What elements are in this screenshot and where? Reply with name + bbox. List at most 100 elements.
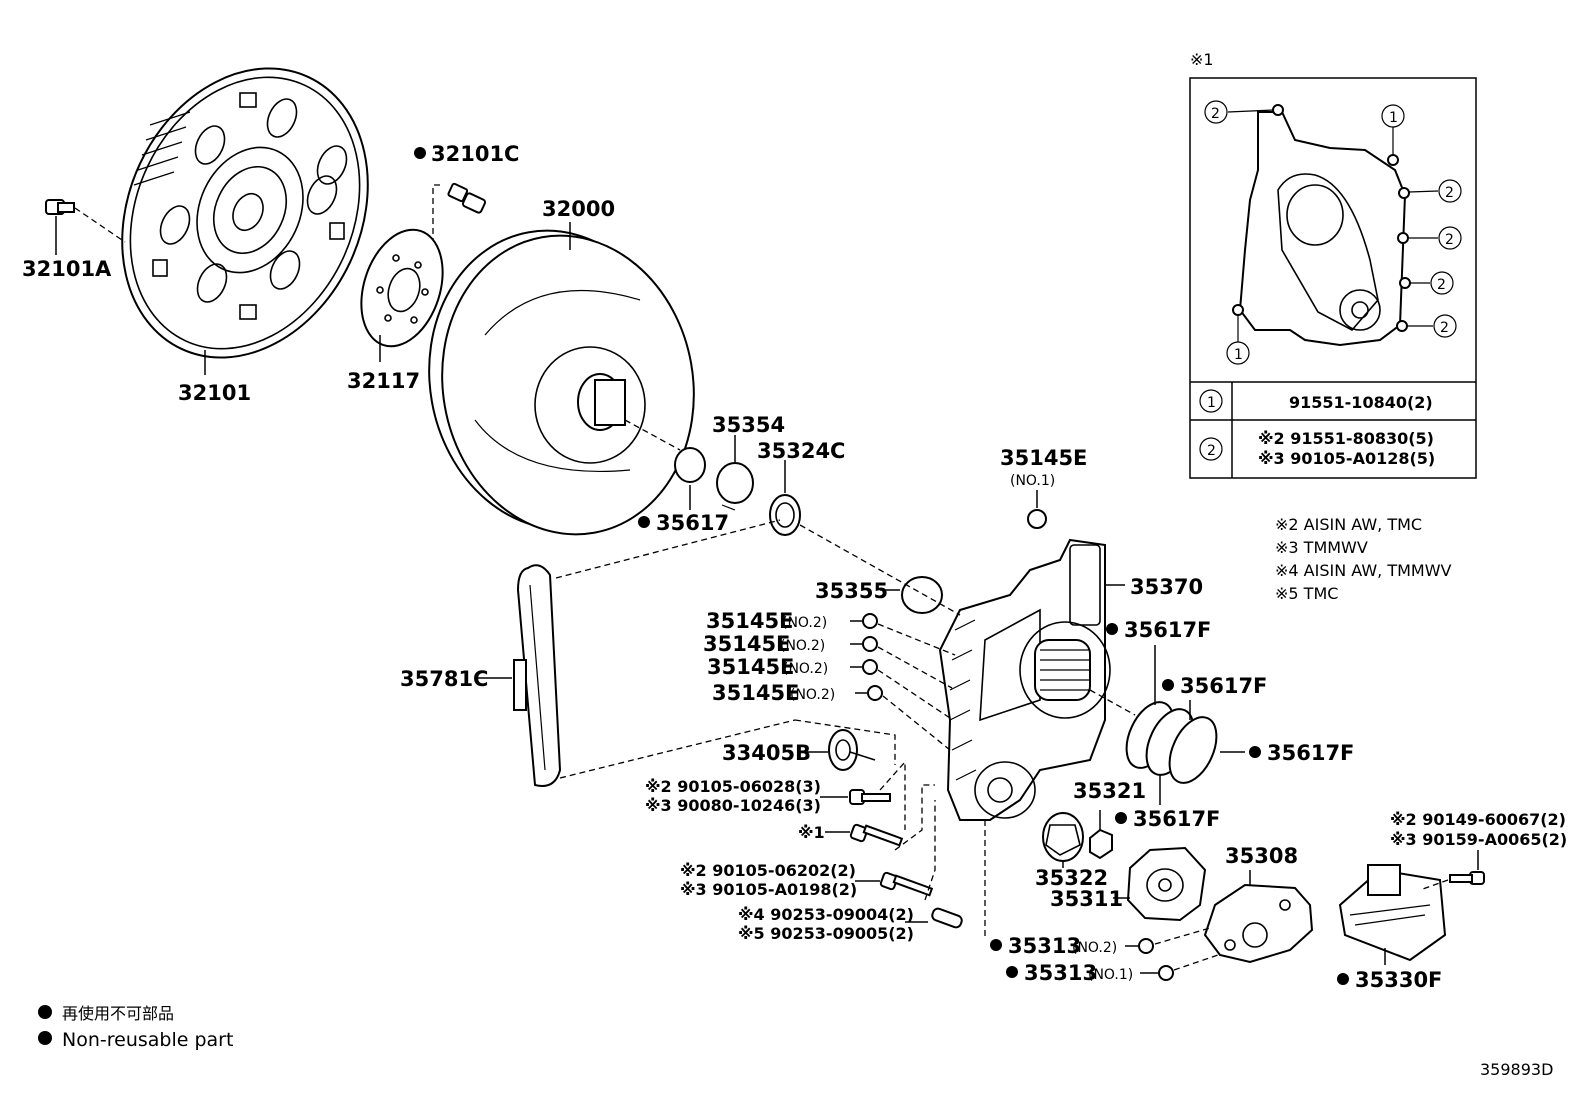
ring-35355-drawing (901, 576, 943, 614)
label-35355: 35355 (815, 579, 888, 603)
table-callout-2 (1199, 437, 1223, 461)
bolt-label-5b: ※3 90159-A0065(2) (1390, 830, 1567, 849)
label-35145E-c: 35145E (707, 655, 794, 679)
bolt-32101C-drawing (447, 182, 487, 214)
label-35313-no1: 35313 (1024, 961, 1097, 985)
label-35313-no2: 35313 (1008, 934, 1081, 958)
non-reusable-dot (414, 147, 426, 159)
svg-text:2: 2 (1211, 106, 1220, 122)
inset-pump-drawing (1238, 111, 1407, 347)
nut-35313-no1-drawing (1158, 965, 1174, 981)
tag-35145E-no1: (NO.1) (1010, 473, 1055, 489)
bolt-1-drawing (849, 789, 891, 805)
note-4: ※4 AISIN AW, TMMWV (1275, 561, 1452, 580)
label-35617F-4: 35617F (1133, 807, 1220, 831)
legend-jp: 再使用不可部品 (62, 1004, 174, 1023)
gear-33405B-drawing (828, 729, 876, 771)
svg-text:2: 2 (1437, 277, 1446, 293)
label-35324C: 35324C (757, 439, 845, 463)
bolt-label-3b: ※3 90105-A0198(2) (680, 880, 857, 899)
chain-35781C-drawing (513, 564, 562, 787)
bolt-2-drawing (849, 823, 904, 847)
bolt-label-2: ※1 (798, 823, 825, 842)
label-35617: 35617 (656, 511, 729, 535)
table-row2-line2: ※3 90105-A0128(5) (1258, 449, 1435, 468)
torque-converter-drawing (428, 229, 695, 536)
inset-title: ※1 (1190, 50, 1214, 69)
svg-text:2: 2 (1445, 185, 1454, 201)
bolt-3-drawing (879, 871, 934, 897)
svg-text:1: 1 (1389, 110, 1398, 126)
label-35145E-d: 35145E (712, 681, 799, 705)
label-35321: 35321 (1073, 779, 1146, 803)
valve-body-35308-drawing (1203, 883, 1314, 964)
tag-35145E-b: (NO.2) (780, 638, 825, 654)
strainer-35330F-drawing (1338, 864, 1447, 962)
inset-callouts: 2 1 2 2 2 2 1 (1204, 100, 1462, 365)
label-35145E-no1: 35145E (1000, 446, 1087, 470)
rotor-35321-drawing (1089, 828, 1113, 860)
drive-plate-drawing (360, 228, 444, 348)
bolt-label-3a: ※2 90105-06202(2) (680, 861, 856, 880)
label-35322: 35322 (1035, 866, 1108, 890)
table-callout-1 (1199, 389, 1223, 413)
label-32000: 32000 (542, 197, 615, 221)
label-32101: 32101 (178, 381, 251, 405)
table-callout-2-text: 2 (1207, 443, 1216, 459)
pump-body-35370-drawing (938, 538, 1111, 821)
legend-en: Non-reusable part (62, 1029, 233, 1051)
inset-frame (1189, 77, 1477, 479)
bolt-label-1b: ※3 90080-10246(3) (645, 796, 821, 815)
legend-dot-en (38, 1031, 52, 1045)
table-callout-1-text: 1 (1207, 395, 1216, 411)
tag-35313-no1: (NO.1) (1088, 967, 1133, 983)
label-32117: 32117 (347, 369, 420, 393)
table-row2-line1: ※2 91551-80830(5) (1258, 429, 1434, 448)
seal-rings-35617F-drawing (1125, 701, 1218, 784)
bolt-label-1a: ※2 90105-06028(3) (645, 777, 821, 796)
label-35617F-1: 35617F (1124, 618, 1211, 642)
svg-text:1: 1 (1234, 347, 1243, 363)
label-33405B: 33405B (722, 741, 811, 765)
bolt-label-5a: ※2 90149-60067(2) (1390, 810, 1566, 829)
label-35311: 35311 (1050, 887, 1123, 911)
label-35617F-3: 35617F (1267, 741, 1354, 765)
label-35370: 35370 (1130, 575, 1203, 599)
label-35781C: 35781C (400, 667, 488, 691)
label-35330F: 35330F (1355, 968, 1442, 992)
nut-35145E-no1-drawing (1027, 509, 1047, 529)
tag-35145E-d: (NO.2) (790, 687, 835, 703)
label-35354: 35354 (712, 413, 785, 437)
bolt-label-4b: ※5 90253-09005(2) (738, 924, 914, 943)
svg-text:2: 2 (1445, 232, 1454, 248)
bolt-5-drawing (1449, 871, 1485, 885)
oring-35617-drawing (674, 447, 706, 483)
bolt-32101A-drawing (45, 199, 75, 215)
nut-35313-no2-drawing (1138, 938, 1154, 954)
tag-35145E-c: (NO.2) (783, 661, 828, 677)
label-32101C: 32101C (431, 142, 519, 166)
label-32101A: 32101A (22, 257, 112, 281)
sprocket-35324C-drawing (769, 494, 801, 536)
pin-drawing (931, 907, 963, 929)
pump-cover-35311-drawing (1126, 846, 1207, 922)
snap-ring-35354-drawing (716, 462, 754, 504)
label-35617F-2: 35617F (1180, 674, 1267, 698)
bolt-label-4a: ※4 90253-09004(2) (738, 905, 914, 924)
legend-dot-jp (38, 1005, 52, 1019)
svg-text:2: 2 (1440, 320, 1449, 336)
note-3: ※3 TMMWV (1275, 538, 1368, 557)
table-row1-part: 91551-10840(2) (1289, 393, 1433, 412)
label-35308: 35308 (1225, 844, 1298, 868)
note-2: ※2 AISIN AW, TMC (1275, 515, 1422, 534)
label-35145E-b: 35145E (703, 632, 790, 656)
tag-35145E-a: (NO.2) (782, 615, 827, 631)
note-5: ※5 TMC (1275, 584, 1338, 603)
rotor-35322-drawing (1042, 812, 1084, 862)
label-35145E-a: 35145E (706, 609, 793, 633)
diagram-id: 359893D (1480, 1060, 1553, 1079)
flex-plate-drawing (121, 67, 369, 359)
tag-35313-no2: (NO.2) (1072, 940, 1117, 956)
